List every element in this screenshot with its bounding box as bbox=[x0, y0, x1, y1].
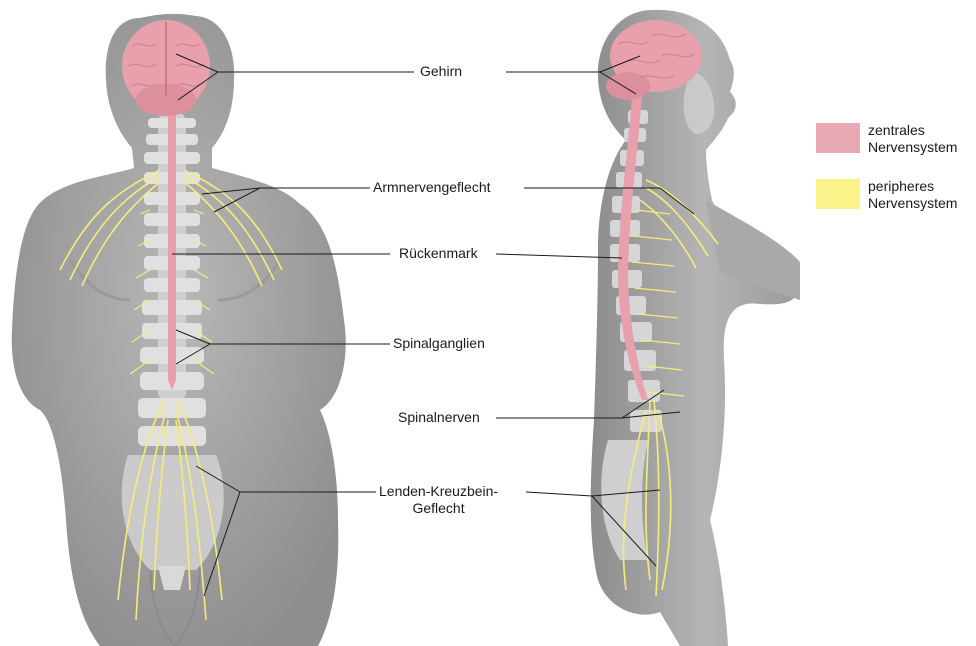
label-spinalnerven: Spinalnerven bbox=[395, 409, 483, 426]
legend-peripheral-line2: Nervensystem bbox=[868, 195, 957, 212]
label-lenden-line2: Geflecht bbox=[379, 500, 498, 517]
label-armnervengeflecht: Armnervengeflecht bbox=[370, 179, 494, 196]
label-lenden-line1: Lenden-Kreuzbein- bbox=[379, 483, 498, 500]
legend-peripheral-line1: peripheres bbox=[868, 178, 957, 195]
legend-swatch-peripheral bbox=[816, 179, 860, 209]
legend-peripheral-nervous-system: peripheres Nervensystem bbox=[816, 178, 957, 212]
legend-central-line1: zentrales bbox=[868, 122, 957, 139]
legend-text-central: zentrales Nervensystem bbox=[868, 122, 957, 156]
label-lenden-kreuzbein-geflecht: Lenden-Kreuzbein- Geflecht bbox=[376, 483, 501, 517]
legend-swatch-central bbox=[816, 123, 860, 153]
legend-text-peripheral: peripheres Nervensystem bbox=[868, 178, 957, 212]
label-spinalganglien: Spinalganglien bbox=[390, 335, 488, 352]
legend-central-nervous-system: zentrales Nervensystem bbox=[816, 122, 957, 156]
label-gehirn: Gehirn bbox=[417, 63, 465, 80]
label-rueckenmark: Rückenmark bbox=[396, 245, 481, 262]
legend-central-line2: Nervensystem bbox=[868, 139, 957, 156]
back-spinal-cord bbox=[168, 112, 176, 390]
